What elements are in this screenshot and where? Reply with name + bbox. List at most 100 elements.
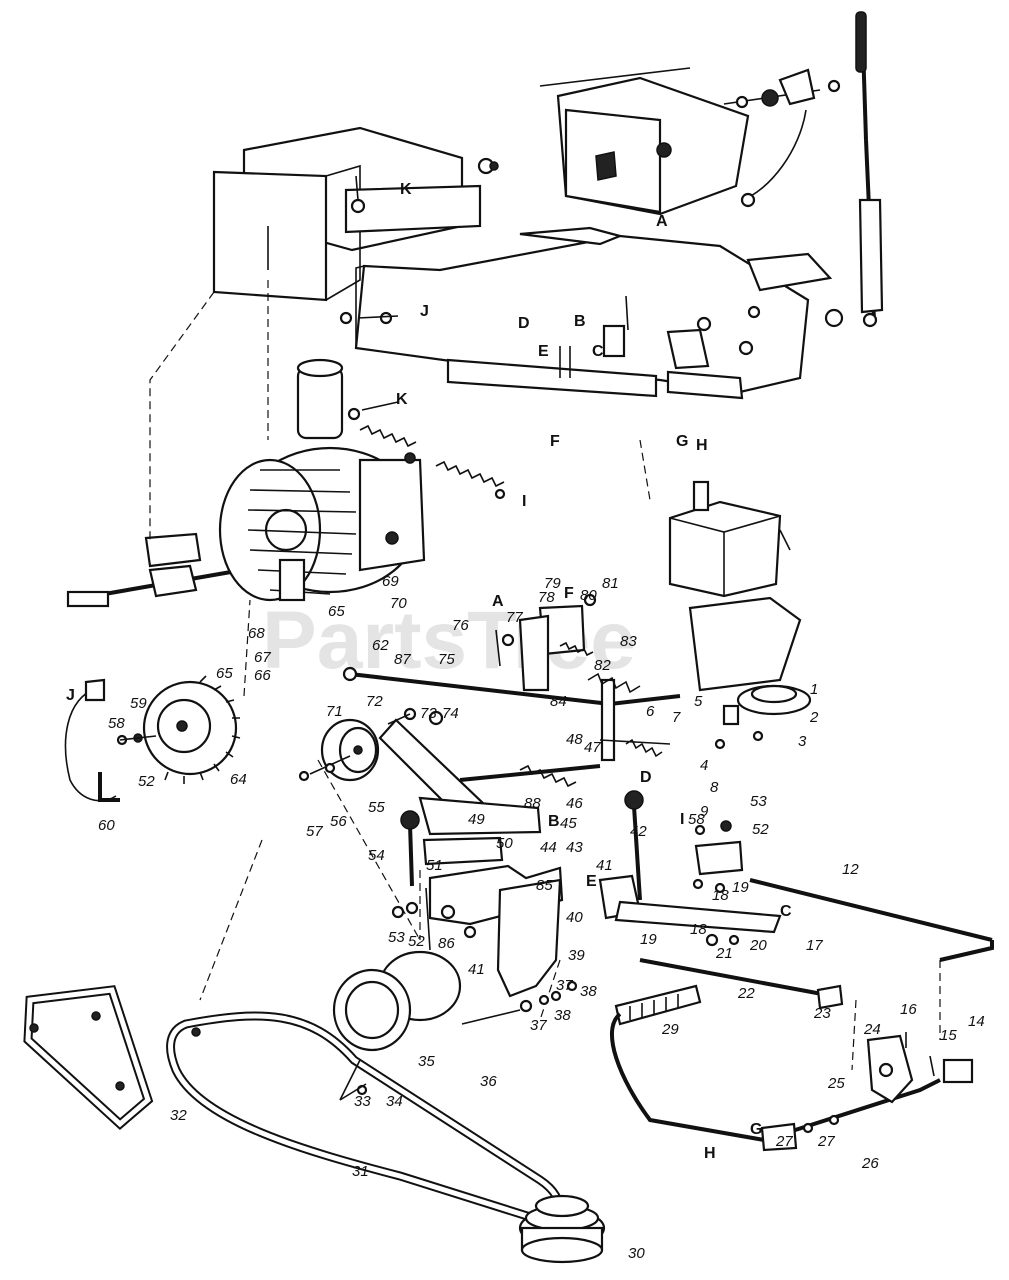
transmission-assembly	[66, 358, 426, 608]
callout-c55: 55	[368, 799, 385, 816]
callout-c17: 17	[806, 937, 823, 954]
callout-c66: 66	[254, 667, 271, 684]
callout-c52c: 52	[138, 773, 155, 790]
letter-lH1: H	[696, 437, 708, 454]
letter-lJ1: J	[420, 303, 429, 320]
callout-c30: 30	[628, 1245, 645, 1262]
linkage-rods	[342, 666, 994, 1010]
pulley-30	[518, 1194, 606, 1264]
callout-c84: 84	[550, 693, 567, 710]
callout-c38a: 38	[580, 983, 597, 1000]
callout-c44: 44	[540, 839, 557, 856]
letter-lE2: E	[586, 873, 597, 890]
callout-c72: 72	[366, 693, 383, 710]
brake-bracket-box	[668, 480, 802, 692]
callout-c77: 77	[506, 609, 523, 626]
callout-c42: 42	[630, 823, 647, 840]
callout-c31: 31	[352, 1163, 369, 1180]
callout-c41b: 41	[468, 961, 485, 978]
callout-c4: 4	[700, 757, 708, 774]
letter-lK1: K	[400, 181, 412, 198]
letter-lG2: G	[750, 1121, 762, 1138]
callout-c52a: 52	[752, 821, 769, 838]
callout-c23: 23	[813, 1005, 831, 1022]
callout-c51: 51	[426, 857, 443, 874]
belt-32	[23, 985, 154, 1131]
callout-c20: 20	[749, 937, 767, 954]
callout-c36: 36	[480, 1073, 497, 1090]
callout-c73: 73	[420, 705, 437, 722]
callout-c79: 79	[544, 575, 561, 592]
callout-c18a: 18	[712, 887, 729, 904]
letter-lD2: D	[640, 769, 652, 786]
callout-c86: 86	[438, 935, 455, 952]
brake-rod-26	[760, 1032, 974, 1152]
fan-pulley-64	[142, 675, 241, 784]
callout-c3: 3	[798, 733, 807, 750]
bracket-60	[64, 678, 157, 802]
callout-c22: 22	[737, 985, 755, 1002]
callout-c8: 8	[710, 779, 719, 796]
letter-lK2: K	[396, 391, 408, 408]
callout-c21: 21	[715, 945, 733, 962]
callout-c74: 74	[442, 705, 459, 722]
callout-c25: 25	[827, 1075, 845, 1092]
callout-c56: 56	[330, 813, 347, 830]
drive-bracket-main	[391, 796, 578, 1025]
drive-springs	[347, 401, 506, 500]
callout-c53a: 53	[750, 793, 767, 810]
callout-c81: 81	[602, 575, 619, 592]
callout-c27b: 27	[817, 1133, 835, 1150]
callout-c78: 78	[538, 589, 555, 606]
callout-c7: 7	[672, 709, 681, 726]
callout-c35: 35	[418, 1053, 435, 1070]
letter-lF1: F	[550, 433, 560, 450]
callout-c29: 29	[661, 1021, 679, 1038]
letter-lD1: D	[518, 315, 530, 332]
callout-c76: 76	[452, 617, 469, 634]
callout-c24: 24	[863, 1021, 881, 1038]
dash-panel-left	[212, 126, 499, 302]
callout-c27a: 27	[775, 1133, 793, 1150]
callout-c34: 34	[386, 1093, 403, 1110]
callout-c41a: 41	[596, 857, 613, 874]
belt-31	[166, 1011, 564, 1225]
lift-lever	[824, 11, 884, 328]
letter-lJ2: J	[66, 687, 75, 704]
callout-c26: 26	[861, 1155, 879, 1172]
callout-c82: 82	[594, 657, 611, 674]
callout-c9: 9	[700, 803, 709, 820]
frame-firewall	[339, 226, 833, 400]
callout-c49: 49	[468, 811, 485, 828]
callout-c80: 80	[580, 587, 597, 604]
callout-c37b: 37	[530, 1017, 547, 1034]
callout-c46: 46	[566, 795, 583, 812]
callout-c6: 6	[646, 703, 655, 720]
letter-lC2: C	[780, 903, 792, 920]
callout-c1: 1	[810, 681, 818, 698]
letter-lG1: G	[676, 433, 688, 450]
letter-lC1: C	[592, 343, 604, 360]
letter-lH2: H	[704, 1145, 716, 1162]
callout-c58b: 58	[108, 715, 125, 732]
callout-c54: 54	[368, 847, 385, 864]
callout-c70: 70	[390, 595, 407, 612]
callout-c68: 68	[248, 625, 265, 642]
callout-c39: 39	[568, 947, 585, 964]
letter-lA2: A	[492, 593, 504, 610]
letter-lE1: E	[538, 343, 549, 360]
callout-c60: 60	[98, 817, 115, 834]
callout-c88: 88	[524, 795, 541, 812]
callout-c83: 83	[620, 633, 637, 650]
callout-c19a: 19	[732, 879, 749, 896]
engine-pulley-35	[332, 950, 462, 1101]
callout-c2: 2	[809, 709, 819, 726]
callout-c12: 12	[842, 861, 859, 878]
callout-c18b: 18	[690, 921, 707, 938]
letter-lA1: A	[656, 213, 668, 230]
callout-c65b: 65	[216, 665, 233, 682]
letter-lB2: B	[548, 813, 560, 830]
